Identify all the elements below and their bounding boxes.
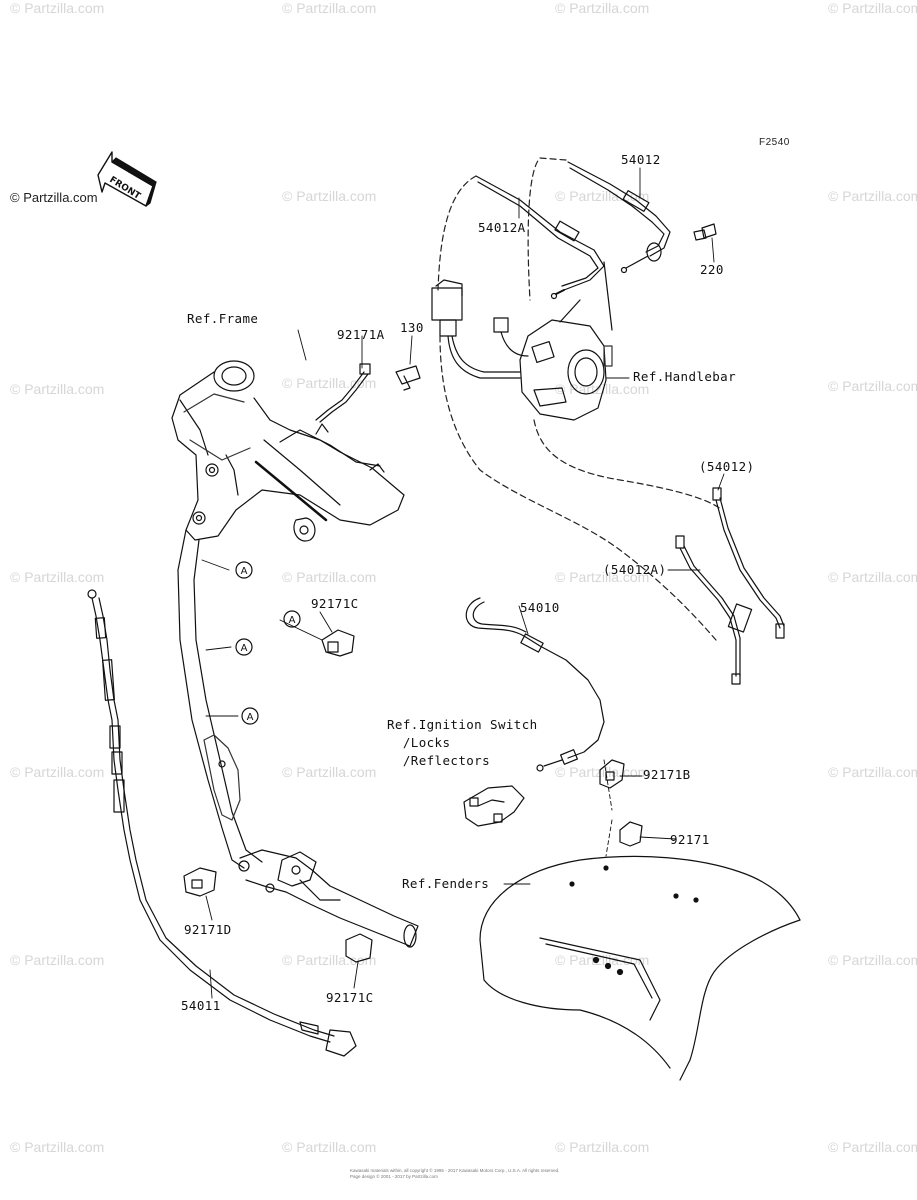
cable-54010: [465, 597, 605, 772]
watermark: © Partzilla.com: [10, 569, 105, 585]
callout-marker-A: A: [235, 638, 253, 656]
leader-lines: [201, 167, 725, 999]
watermark: © Partzilla.com: [555, 952, 650, 968]
part-label-92171[interactable]: 92171: [670, 832, 710, 847]
clamp-92171B: [599, 759, 625, 789]
footer-line: Kawasaki materials within, all copyright…: [350, 1168, 560, 1173]
watermark: © Partzilla.com: [555, 381, 650, 397]
clamp-92171: [619, 821, 643, 847]
ref-handlebar-label: Ref.Handlebar: [633, 369, 737, 384]
callout-marker-A: A: [241, 707, 259, 725]
svg-text:A: A: [247, 712, 254, 723]
cable-54011: [87, 589, 357, 1057]
part-label-220[interactable]: 220: [700, 262, 724, 277]
watermark: © Partzilla.com: [828, 569, 917, 585]
ref-fenders-label: Ref.Fenders: [402, 876, 490, 891]
partzilla-logo: © Partzilla.com: [10, 190, 98, 205]
frame-drawing: [171, 360, 419, 948]
cable-routing-dashed: [437, 157, 723, 641]
ignition-switch-part: [463, 785, 525, 827]
part-label-92171D[interactable]: 92171D: [184, 922, 232, 937]
part-label-92171C-upper[interactable]: 92171C: [311, 596, 359, 611]
part-label-54012A-paren[interactable]: (54012A): [603, 562, 667, 577]
watermark: © Partzilla.com: [10, 952, 105, 968]
watermark: © Partzilla.com: [10, 381, 105, 397]
part-label-54012A[interactable]: 54012A: [478, 220, 526, 235]
watermark: © Partzilla.com: [828, 952, 917, 968]
watermark: © Partzilla.com: [828, 764, 917, 780]
fender-drawing: [479, 855, 801, 1081]
part-label-54011[interactable]: 54011: [181, 998, 221, 1013]
svg-text:A: A: [241, 566, 248, 577]
svg-text:A: A: [289, 615, 296, 626]
watermark: © Partzilla.com: [282, 0, 377, 16]
clamp-92171C-upper: [321, 629, 355, 657]
part-label-54010[interactable]: 54010: [520, 600, 560, 615]
figure-code: F2540: [759, 137, 790, 148]
watermark: © Partzilla.com: [555, 1139, 650, 1155]
footer-line: Page design © 2001 - 2017 by Partzilla.c…: [350, 1174, 438, 1179]
watermark: © Partzilla.com: [555, 188, 650, 204]
bracket-92171A: [315, 363, 371, 423]
callout-marker-A: A: [283, 610, 301, 628]
part-label-54012-paren[interactable]: (54012): [699, 459, 755, 474]
watermark: © Partzilla.com: [282, 1139, 377, 1155]
watermark: © Partzilla.com: [282, 569, 377, 585]
watermark: © Partzilla.com: [10, 1139, 105, 1155]
watermark: © Partzilla.com: [555, 569, 650, 585]
watermark: © Partzilla.com: [828, 1139, 917, 1155]
watermark: © Partzilla.com: [282, 188, 377, 204]
part-label-92171A[interactable]: 92171A: [337, 327, 385, 342]
part-label-54012[interactable]: 54012: [621, 152, 661, 167]
copyright-footer: Kawasaki materials within, all copyright…: [350, 1168, 590, 1180]
part-label-92171B[interactable]: 92171B: [643, 767, 691, 782]
part-label-130[interactable]: 130: [400, 320, 424, 335]
watermark: © Partzilla.com: [555, 0, 650, 16]
throttle-housing: [431, 161, 717, 421]
part-label-92171C-lower[interactable]: 92171C: [326, 990, 374, 1005]
ref-ignition-label: Ref.Ignition Switch /Locks /Reflectors: [387, 717, 538, 768]
bolt-130: [395, 365, 421, 391]
cable-ends-lower: [675, 487, 785, 685]
clamp-92171C-lower: [345, 933, 373, 963]
watermark: © Partzilla.com: [828, 0, 917, 16]
front-arrow-icon: FRONT: [97, 151, 157, 207]
svg-text:A: A: [241, 643, 248, 654]
watermark: © Partzilla.com: [828, 378, 917, 394]
clamp-92171D: [183, 867, 217, 897]
watermark: © Partzilla.com: [828, 188, 917, 204]
watermark: © Partzilla.com: [282, 764, 377, 780]
watermark: © Partzilla.com: [10, 0, 105, 16]
watermark: © Partzilla.com: [282, 952, 377, 968]
watermark: © Partzilla.com: [10, 764, 105, 780]
callout-marker-A: A: [235, 561, 253, 579]
ref-frame-label: Ref.Frame: [187, 311, 259, 326]
